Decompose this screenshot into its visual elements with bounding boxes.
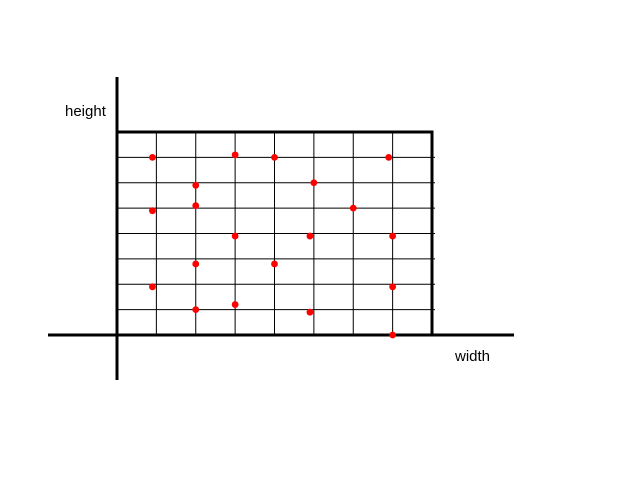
data-point <box>149 283 156 291</box>
y-axis-label: height <box>65 103 107 120</box>
data-point <box>149 207 156 215</box>
x-axis-label: width <box>454 348 490 365</box>
data-point <box>192 306 200 314</box>
data-point <box>349 204 357 212</box>
data-point <box>385 153 393 161</box>
data-point <box>192 181 200 189</box>
data-point <box>192 202 200 209</box>
data-points <box>149 151 397 339</box>
data-point <box>306 308 314 316</box>
data-point <box>192 260 200 268</box>
data-point <box>231 151 239 159</box>
data-point <box>271 260 278 268</box>
data-point <box>306 232 314 240</box>
data-point <box>310 179 318 187</box>
data-point <box>271 153 278 161</box>
data-point <box>389 283 397 291</box>
data-point <box>149 153 156 161</box>
grid-lines <box>117 132 435 335</box>
data-point <box>389 232 397 240</box>
data-point <box>231 301 239 308</box>
data-point <box>231 232 239 240</box>
grid-frame <box>115 130 434 337</box>
data-point <box>389 331 397 339</box>
